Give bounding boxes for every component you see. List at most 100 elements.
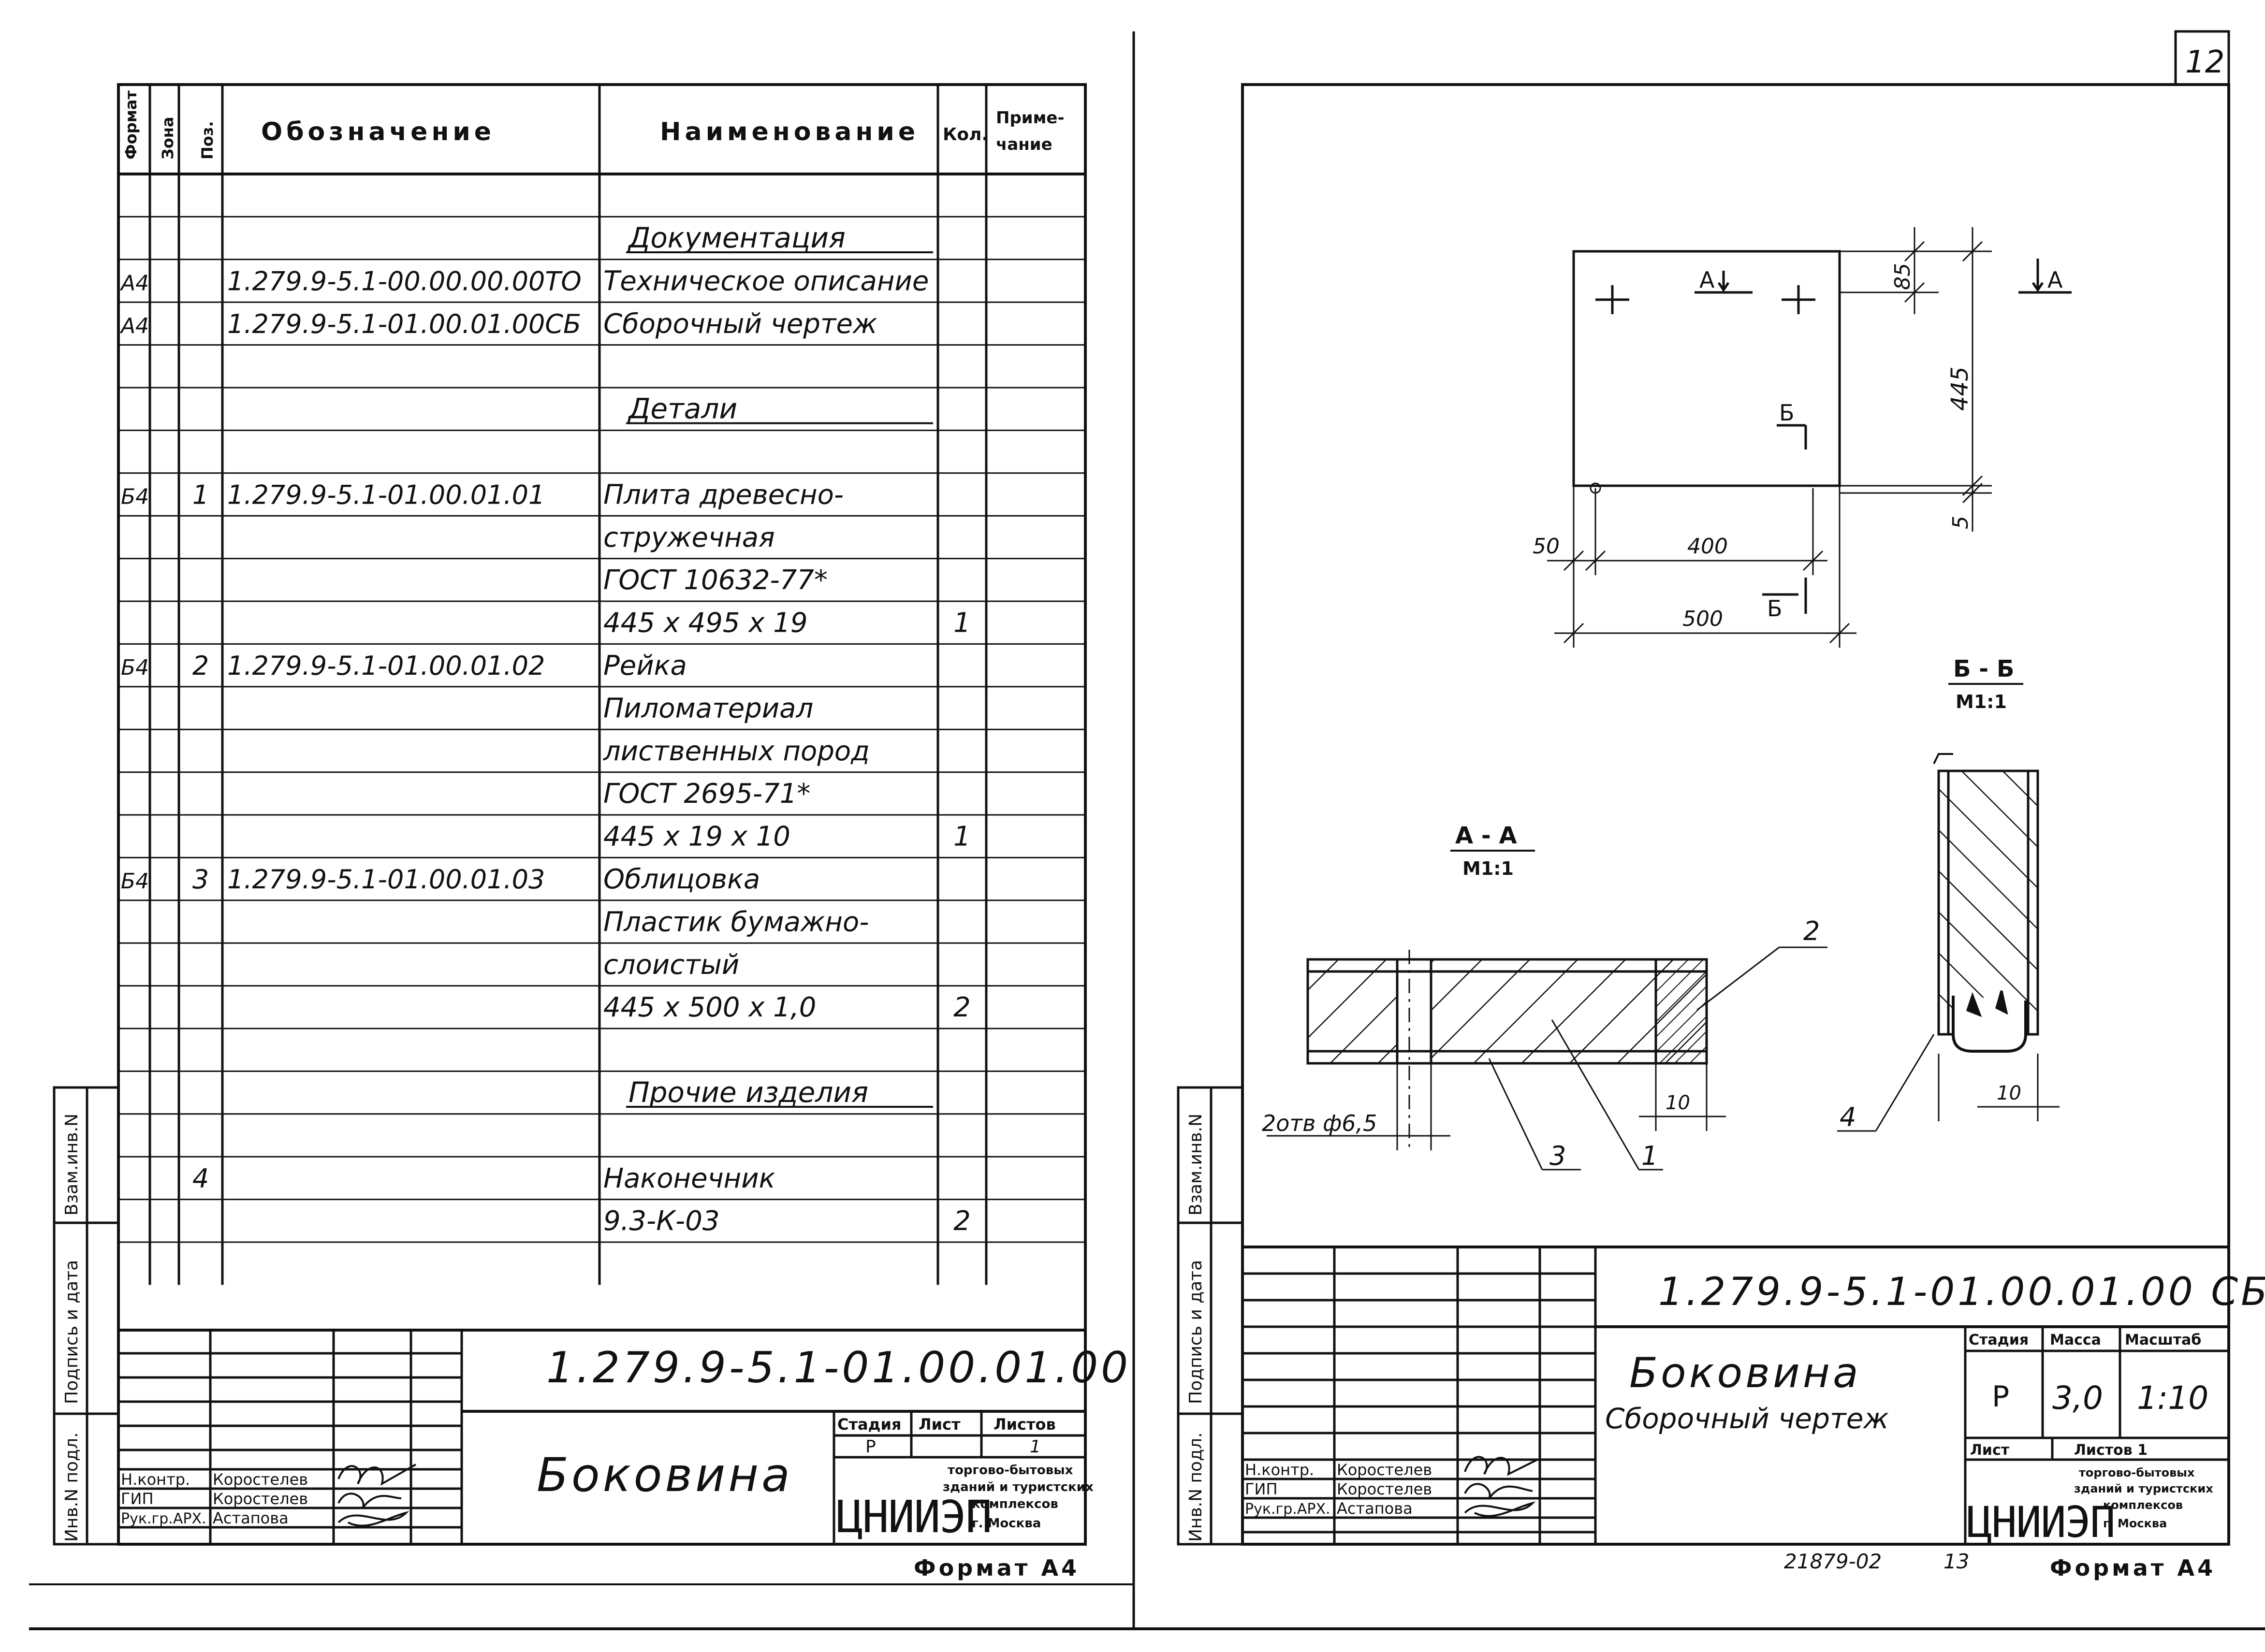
spec-cell-naim: Прочие изделия xyxy=(628,1076,868,1109)
left-stamp-code: 1.279.9-5.1-01.00.01.00 xyxy=(546,1343,1131,1392)
spec-header-format: Формат xyxy=(122,90,140,159)
table-row: стружечная xyxy=(603,522,775,553)
spec-header-poz: Поз. xyxy=(198,121,217,159)
spec-cell-naim: 9.3-К-03 xyxy=(603,1205,720,1237)
bottom-num: 13 xyxy=(1944,1550,1969,1573)
left-stamp-name-3: Астапова xyxy=(213,1509,289,1527)
left-side-label-inv-podl: Инв.N подл. xyxy=(62,1433,82,1542)
right-stamp-stadia-label: Стадия xyxy=(1969,1332,2029,1348)
left-stamp-role-2: ГИП xyxy=(121,1490,154,1508)
spec-header-oboz: Обозначение xyxy=(261,117,495,146)
spec-cell-naim: 445 х 500 х 1,0 xyxy=(603,992,816,1023)
spec-cell-poz: 2 xyxy=(192,651,209,681)
leader-4: 4 xyxy=(1840,1102,1856,1132)
dim-500: 500 xyxy=(1682,607,1723,631)
front-view-mark-b-bottom: Б xyxy=(1767,595,1783,622)
right-stamp-massa-label: Масса xyxy=(2050,1332,2101,1348)
spec-cell-naim: 445 х 19 х 10 xyxy=(603,821,790,853)
spec-cell-naim: Детали xyxy=(627,392,737,425)
table-row: слоистый xyxy=(603,949,739,981)
spec-cell-format: Б4 xyxy=(121,655,149,680)
left-stamp-role-1: Н.контр. xyxy=(121,1470,190,1489)
right-stamp-role-2: ГИП xyxy=(1245,1480,1278,1498)
right-stamp-masshtab: 1:10 xyxy=(2137,1379,2208,1417)
left-stamp-stadia-label: Стадия xyxy=(837,1415,901,1434)
right-stamp-subtitle: Сборочный чертеж xyxy=(1605,1402,1889,1435)
left-title-block xyxy=(118,1329,1085,1544)
front-view-mark-b-top: Б xyxy=(1779,400,1795,426)
section-aa xyxy=(1267,946,1827,1171)
right-side-stamp xyxy=(1177,1086,1244,1546)
holes-note: 2отв ф6,5 xyxy=(1262,1110,1377,1136)
spec-cell-format: Б4 xyxy=(121,484,149,509)
right-stamp-org-logo: ЦНИИЭП xyxy=(1967,1497,2115,1547)
table-row: 9.3-К-03 2 xyxy=(603,1205,971,1237)
table-row: 445 х 500 х 1,0 2 xyxy=(603,992,971,1023)
right-stamp-stadia: Р xyxy=(1992,1380,2009,1414)
right-side-label-inv-podl: Инв.N подл. xyxy=(1186,1433,1206,1542)
spec-header-prim-1: Приме- xyxy=(996,108,1065,128)
spec-sheet: Инв.N подл. Подпись и дата Взам.инв.N Фо… xyxy=(53,83,1131,1581)
right-stamp-role-3: Рук.гр.АРХ. xyxy=(1245,1501,1330,1518)
left-side-label-vzam-inv: Взам.инв.N xyxy=(62,1114,82,1216)
table-row: лиственных пород xyxy=(603,736,870,767)
section-aa-scale: М1:1 xyxy=(1462,858,1514,879)
left-stamp-title: Боковина xyxy=(537,1448,793,1502)
left-stamp-signatures xyxy=(337,1464,416,1527)
front-view-mark-a-right: А xyxy=(2047,267,2063,293)
bottom-code: 21879-02 xyxy=(1784,1550,1882,1573)
section-bb-title: Б - Б xyxy=(1953,655,2015,682)
left-side-stamp xyxy=(53,1086,120,1546)
right-stamp-role-1: Н.контр. xyxy=(1245,1461,1314,1479)
right-stamp-listov-label: Листов 1 xyxy=(2074,1442,2148,1459)
spec-cell-naim: Документация xyxy=(627,221,846,254)
spec-cell-oboz: 1.279.9-5.1-00.00.00.00ТО xyxy=(227,266,582,296)
front-view-mark-a-left: А xyxy=(1699,267,1715,293)
spec-cell-kol: 1 xyxy=(953,821,971,853)
spec-cell-naim: Облицовка xyxy=(603,864,760,895)
section-bb-scale: М1:1 xyxy=(1956,691,2007,712)
right-stamp-signatures xyxy=(1464,1456,1538,1517)
spec-header-naim: Наименование xyxy=(660,117,919,146)
left-stamp-org-4: г. Москва xyxy=(972,1516,1041,1531)
right-stamp-massa: 3,0 xyxy=(2052,1379,2103,1417)
spec-cell-naim: лиственных пород xyxy=(603,736,870,767)
table-row: Пиломатериал xyxy=(603,693,813,724)
spec-cell-naim: ГОСТ 10632-77* xyxy=(603,565,828,596)
spec-cell-naim: слоистый xyxy=(603,949,739,981)
right-stamp-org-4: г. Москва xyxy=(2103,1517,2167,1530)
dim-10-bb: 10 xyxy=(1997,1082,2021,1104)
right-stamp-title: Боковина xyxy=(1629,1349,1861,1397)
spec-cell-naim: Техническое описание xyxy=(603,265,929,297)
left-format-label: Формат А4 xyxy=(914,1555,1080,1581)
spec-cell-naim: Наконечник xyxy=(603,1163,775,1194)
spec-cell-format: А4 xyxy=(119,314,149,338)
spec-table-grid xyxy=(118,85,1085,1285)
leader-1: 1 xyxy=(1641,1141,1658,1171)
dim-400: 400 xyxy=(1687,534,1728,559)
right-stamp-org-1: торгово-бытовых xyxy=(2079,1466,2195,1479)
sheet-frame xyxy=(29,31,2265,1630)
left-stamp-name-1: Коростелев xyxy=(213,1470,308,1489)
spec-cell-oboz: 1.279.9-5.1-01.00.01.00СБ xyxy=(227,309,581,339)
left-stamp-org-2: зданий и туристских xyxy=(943,1480,1094,1494)
left-stamp-org-3: комплексов xyxy=(972,1497,1058,1511)
left-stamp-stadia: Р xyxy=(865,1437,876,1457)
dim-10-aa: 10 xyxy=(1666,1092,1690,1114)
dim-85: 85 xyxy=(1890,263,1915,290)
table-row: Пластик бумажно- xyxy=(603,906,869,938)
right-stamp-masshtab-label: Масштаб xyxy=(2125,1332,2201,1348)
right-stamp-org-2: зданий и туристских xyxy=(2074,1482,2213,1495)
drawing-sheet-right: 12 Инв.N подл. Подпись и дата Взам.инв.N xyxy=(1177,30,2265,1581)
right-stamp-name-3: Астапова xyxy=(1337,1499,1413,1518)
spec-cell-kol: 2 xyxy=(953,992,971,1023)
left-stamp-org-1: торгово-бытовых xyxy=(948,1463,1073,1478)
left-stamp-name-2: Коростелев xyxy=(213,1490,308,1508)
dim-50: 50 xyxy=(1533,534,1560,559)
spec-cell-kol: 2 xyxy=(953,1205,971,1237)
